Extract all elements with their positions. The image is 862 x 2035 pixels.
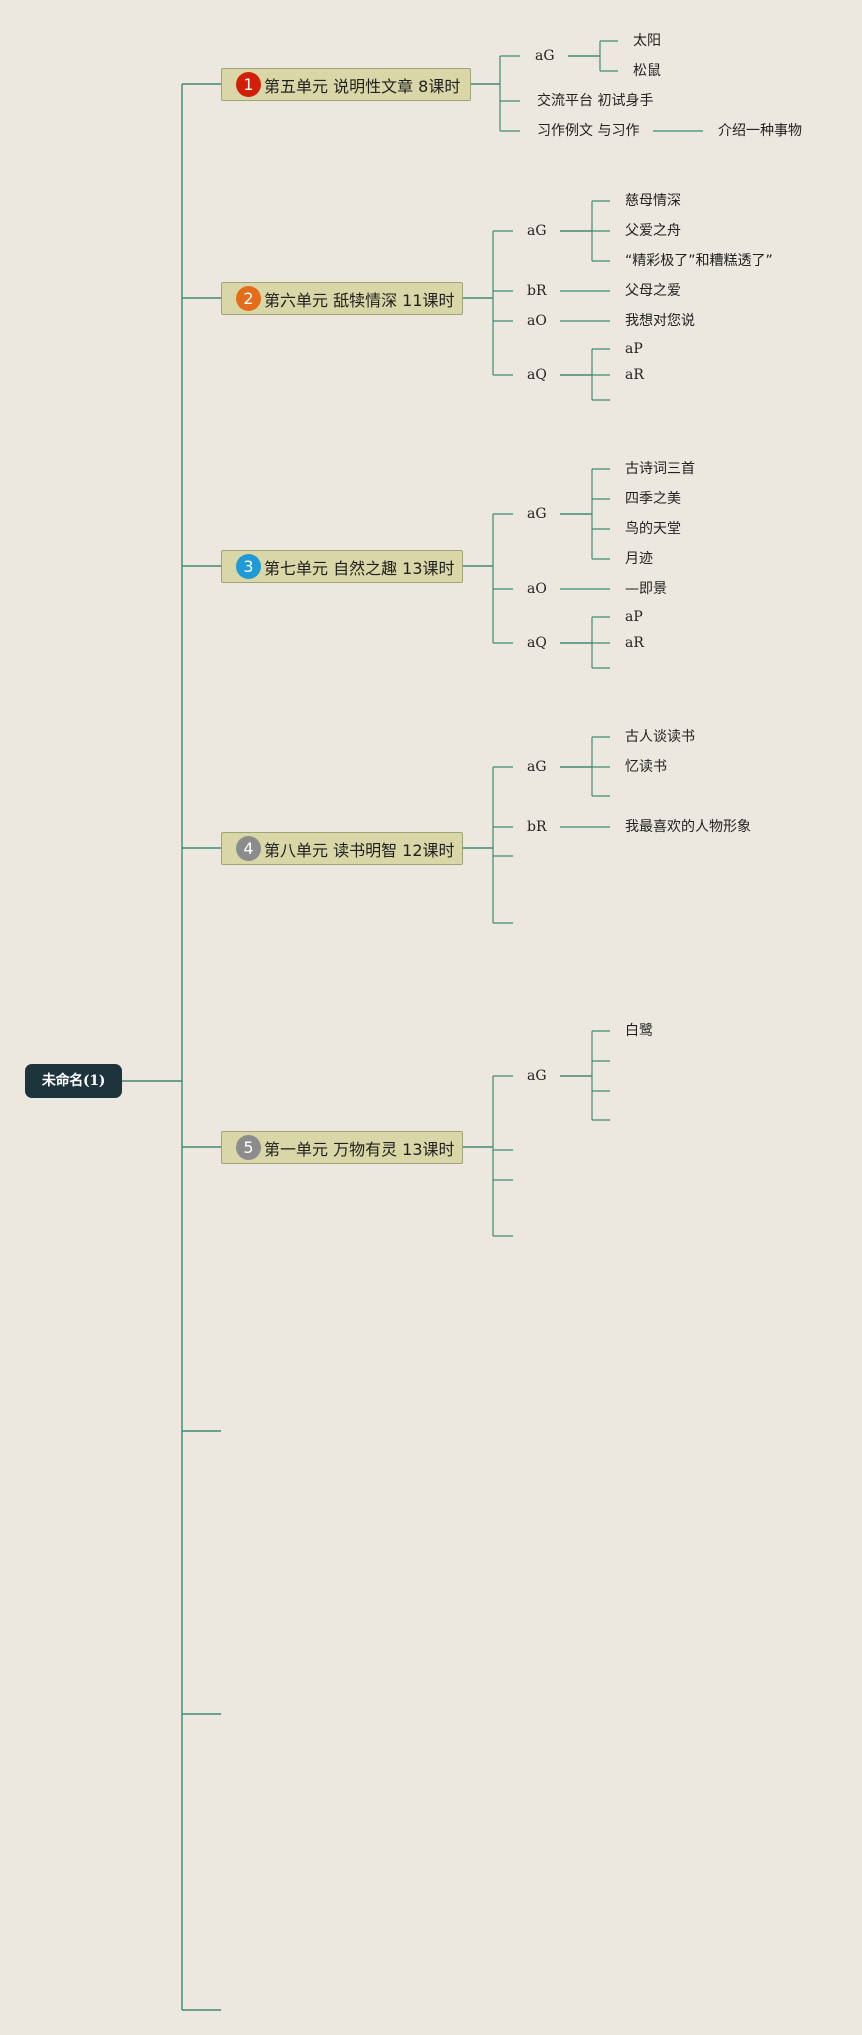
unit-node-1[interactable]: 1 第五单元 说明性文章 8课时 <box>221 68 471 101</box>
leaf-label[interactable]: 四季之美 <box>625 491 681 507</box>
badge-1: 1 <box>236 72 261 97</box>
leaf-label[interactable]: 介绍一种事物 <box>718 123 802 139</box>
branch-label[interactable]: 习作例文 与习作 <box>537 123 640 139</box>
branch-label[interactable]: aG <box>535 48 555 64</box>
unit-node-3[interactable]: 3 第七单元 自然之趣 13课时 <box>221 550 463 583</box>
unit-node-2[interactable]: 2 第六单元 舐犊情深 11课时 <box>221 282 463 315</box>
leaf-label[interactable]: 我想对您说 <box>625 313 695 329</box>
leaf-label[interactable]: 古诗词三首 <box>625 461 695 477</box>
leaf-label[interactable]: —即景 <box>625 581 667 597</box>
branch-label[interactable]: 交流平台 初试身手 <box>537 93 654 109</box>
leaf-label[interactable]: 白鹭 <box>625 1023 653 1039</box>
unit-node-4[interactable]: 4 第八单元 读书明智 12课时 <box>221 832 463 865</box>
branch-label[interactable]: bR <box>527 283 547 299</box>
leaf-label[interactable]: 月迹 <box>625 551 653 567</box>
leaf-label[interactable]: aR <box>625 367 644 383</box>
leaf-label[interactable]: 松鼠 <box>633 63 661 79</box>
unit-label-5: 第一单元 万物有灵 13课时 <box>264 1139 455 1159</box>
unit-label-3: 第七单元 自然之趣 13课时 <box>264 558 455 578</box>
branch-label[interactable]: aQ <box>527 367 547 383</box>
leaf-label[interactable]: 忆读书 <box>625 759 667 775</box>
badge-4: 4 <box>236 836 261 861</box>
leaf-label[interactable]: aR <box>625 635 644 651</box>
leaf-label[interactable]: 父爱之舟 <box>625 223 681 239</box>
leaf-label[interactable]: 太阳 <box>633 33 661 49</box>
leaf-label[interactable]: 父母之爱 <box>625 283 681 299</box>
branch-label[interactable]: aO <box>527 581 547 597</box>
branch-label[interactable]: aG <box>527 506 547 522</box>
badge-2: 2 <box>236 286 261 311</box>
leaf-label[interactable]: “精彩极了”和糟糕透了” <box>625 253 773 269</box>
root-node[interactable]: 未命名(1) <box>25 1064 122 1098</box>
branch-label[interactable]: aG <box>527 223 547 239</box>
leaf-label[interactable]: 慈母情深 <box>625 193 681 209</box>
leaf-label[interactable]: 鸟的天堂 <box>625 521 681 537</box>
branch-label[interactable]: aG <box>527 759 547 775</box>
leaf-label[interactable]: aP <box>625 609 643 625</box>
leaf-label[interactable]: 我最喜欢的人物形象 <box>625 819 751 835</box>
branch-label[interactable]: aO <box>527 313 547 329</box>
badge-5: 5 <box>236 1135 261 1160</box>
branch-label[interactable]: aG <box>527 1068 547 1084</box>
leaf-label[interactable]: 古人谈读书 <box>625 729 695 745</box>
unit-node-5[interactable]: 5 第一单元 万物有灵 13课时 <box>221 1131 463 1164</box>
badge-3: 3 <box>236 554 261 579</box>
branch-label[interactable]: bR <box>527 819 547 835</box>
leaf-label[interactable]: aP <box>625 341 643 357</box>
branch-label[interactable]: aQ <box>527 635 547 651</box>
unit-label-1: 第五单元 说明性文章 8课时 <box>264 76 461 96</box>
unit-label-2: 第六单元 舐犊情深 11课时 <box>264 290 455 310</box>
unit-label-4: 第八单元 读书明智 12课时 <box>264 840 455 860</box>
